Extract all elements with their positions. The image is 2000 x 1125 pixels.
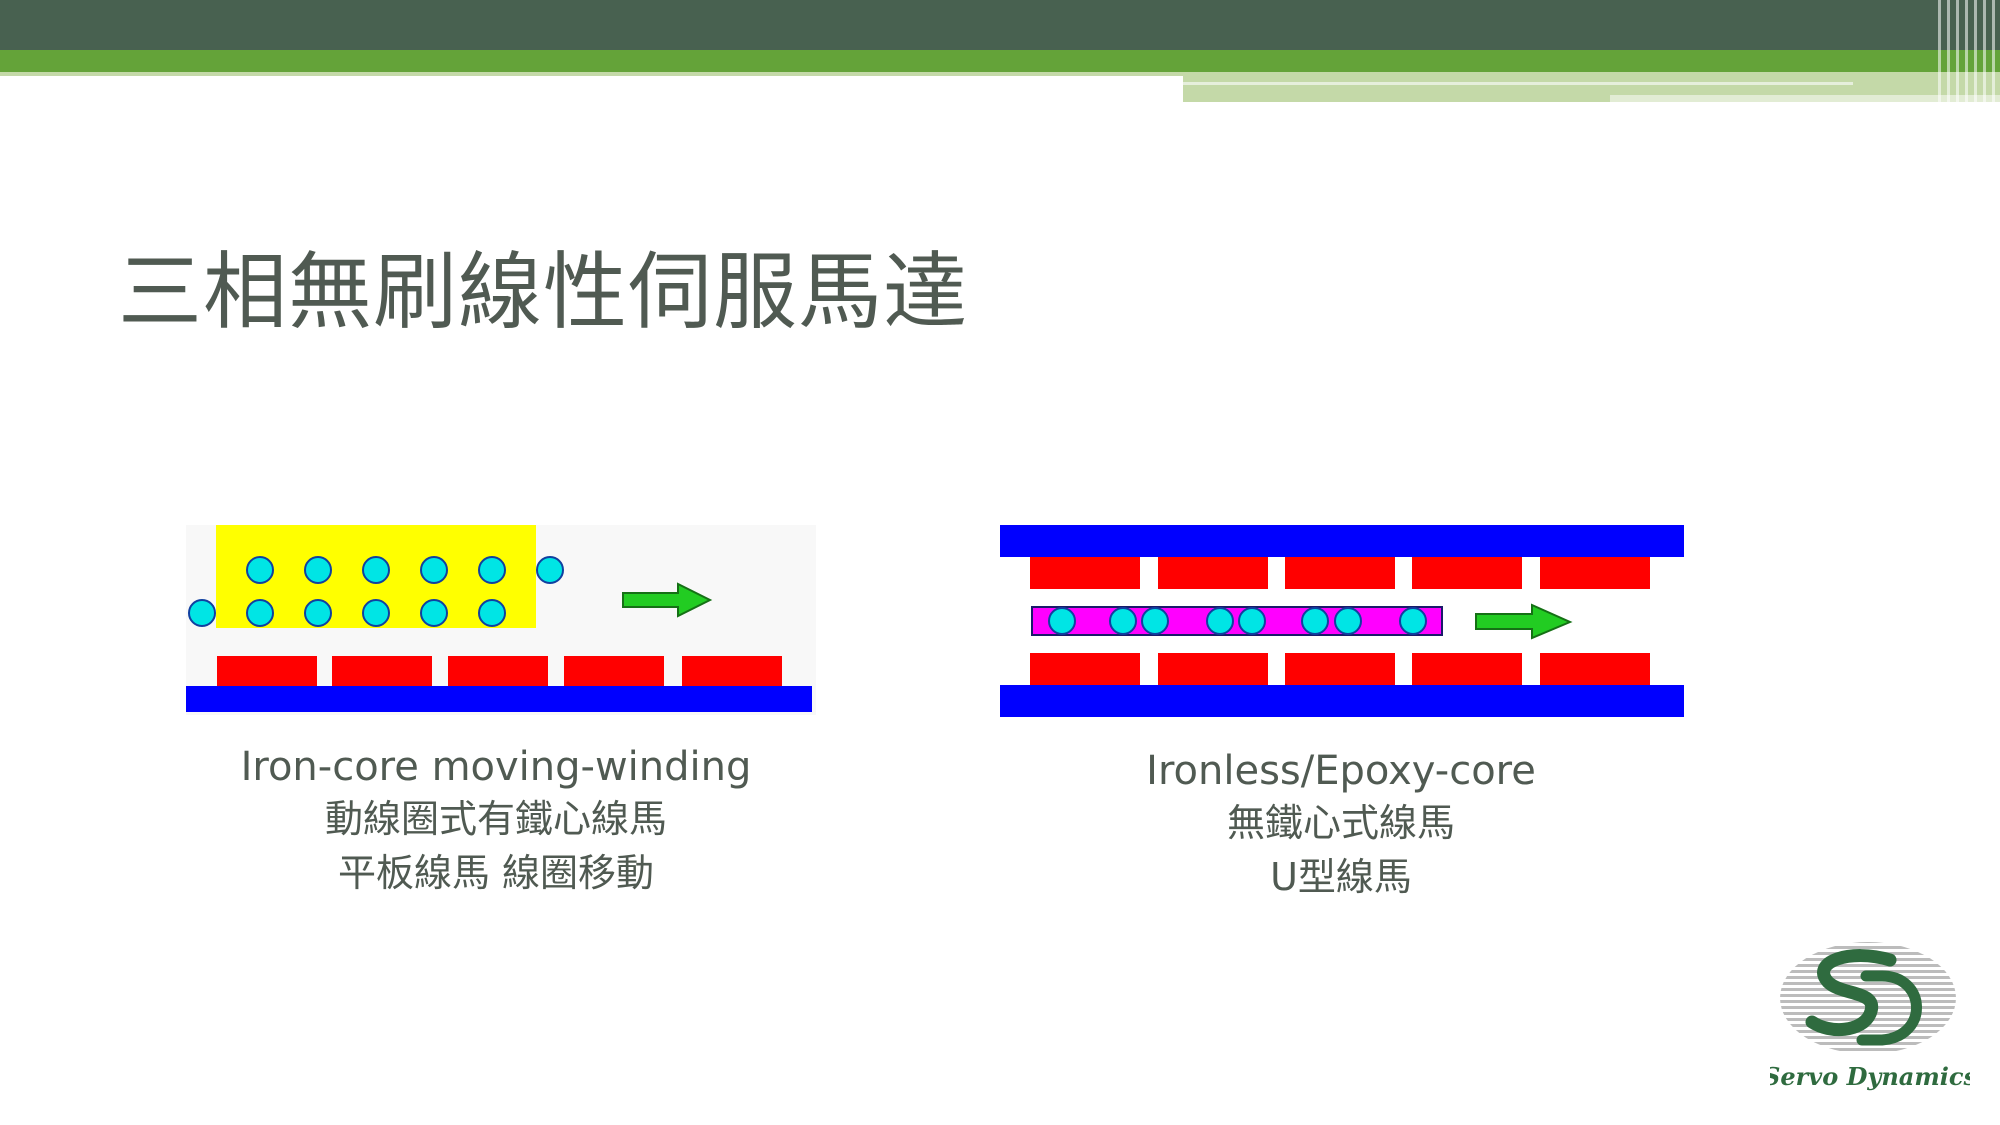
top-magnet-3 (1285, 557, 1395, 589)
logo-s-mark-icon (1805, 949, 1897, 1037)
header-corner-stripes (1938, 0, 2000, 102)
iron-core-diagram (186, 525, 816, 715)
conductor-top-3 (362, 556, 390, 584)
conductor-bottom-4 (362, 599, 390, 627)
ironless-caption-zh-2: U型線馬 (1270, 855, 1412, 899)
conductor-bottom-5 (420, 599, 448, 627)
iron-core-caption: Iron-core moving-winding 動線圈式有鐵心線馬 平板線馬 … (196, 742, 796, 900)
ironless-caption-zh-1: 無鐵心式線馬 (1226, 801, 1455, 845)
conductor-7 (1334, 607, 1362, 635)
bottom-magnet-1 (1030, 653, 1140, 685)
header-band-lighter-right (1610, 95, 2000, 102)
conductor-top-6 (536, 556, 564, 584)
header-band-light (0, 72, 1183, 76)
motion-arrow-icon (622, 582, 713, 618)
top-magnet-4 (1412, 557, 1522, 589)
conductor-top-2 (304, 556, 332, 584)
bottom-magnet-3 (1285, 653, 1395, 685)
conductor-top-1 (246, 556, 274, 584)
iron-core-caption-zh-2: 平板線馬 線圈移動 (337, 851, 655, 895)
top-magnet-5 (1540, 557, 1650, 589)
bottom-plate (1000, 685, 1684, 717)
bottom-magnet-2 (1158, 653, 1268, 685)
conductor-6 (1301, 607, 1329, 635)
slide-title: 三相無刷線性伺服馬達 (118, 243, 969, 341)
magnet-3 (448, 656, 548, 686)
top-magnet-1 (1030, 557, 1140, 589)
conductor-3 (1141, 607, 1169, 635)
conductor-2 (1109, 607, 1137, 635)
conductor-1 (1048, 607, 1076, 635)
bottom-magnet-5 (1540, 653, 1650, 685)
logo-text: Servo Dynamics (1770, 1062, 1970, 1091)
conductor-bottom-6 (478, 599, 506, 627)
magnet-1 (217, 656, 317, 686)
bottom-magnet-4 (1412, 653, 1522, 685)
conductor-bottom-3 (304, 599, 332, 627)
magnet-4 (564, 656, 664, 686)
header-band-dark (0, 0, 2000, 50)
conductor-top-4 (420, 556, 448, 584)
motion-arrow-icon (1475, 603, 1573, 640)
header-band-green (0, 50, 2000, 72)
conductor-bottom-2 (246, 599, 274, 627)
conductor-top-5 (478, 556, 506, 584)
header-band-line (1183, 82, 1853, 85)
ironless-diagram (1000, 525, 1684, 717)
conductor-4 (1206, 607, 1234, 635)
magnet-2 (332, 656, 432, 686)
top-plate (1000, 525, 1684, 557)
iron-core-caption-zh-1: 動線圈式有鐵心線馬 (324, 797, 667, 841)
coil-body (1031, 606, 1443, 636)
ironless-caption-en: Ironless/Epoxy-core (1146, 748, 1536, 794)
conductor-bottom-1 (188, 599, 216, 627)
logo-d-mark-icon (1856, 970, 1922, 1046)
ironless-caption: Ironless/Epoxy-core 無鐵心式線馬 U型線馬 (1041, 746, 1641, 904)
iron-core-caption-en: Iron-core moving-winding (240, 744, 752, 790)
servo-dynamics-logo: Servo Dynamics (1770, 942, 1970, 1091)
conductor-5 (1238, 607, 1266, 635)
top-magnet-2 (1158, 557, 1268, 589)
base-plate (186, 686, 812, 712)
magnet-5 (682, 656, 782, 686)
conductor-8 (1399, 607, 1427, 635)
